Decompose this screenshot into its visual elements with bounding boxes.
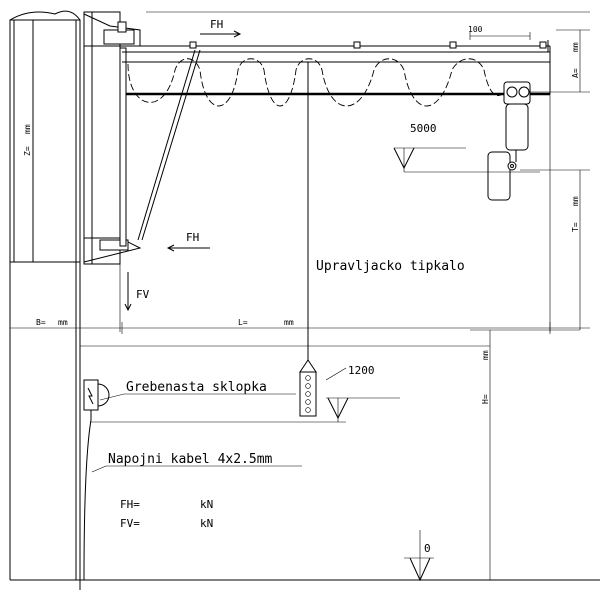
dim-100-label: 100 xyxy=(468,25,483,34)
level-0-label: 0 xyxy=(424,542,431,555)
h-dimension-label: H= mm xyxy=(481,350,490,404)
cam-switch-label: Grebenasta sklopka xyxy=(126,380,267,395)
jib-beam xyxy=(122,40,551,96)
slewing-bracket xyxy=(83,11,142,265)
svg-text:mm: mm xyxy=(571,196,580,206)
svg-text:A=: A= xyxy=(571,68,580,78)
wall-column xyxy=(9,10,81,590)
fh-top-label: FH xyxy=(210,18,223,31)
svg-text:mm: mm xyxy=(481,350,490,360)
supply-cable-label: Napojni kabel 4x2.5mm xyxy=(108,452,273,467)
control-pendant-box[interactable] xyxy=(299,359,317,417)
force-arrow-fh-top xyxy=(200,30,242,38)
l-dimension-unit: mm xyxy=(284,318,294,327)
supply-cable xyxy=(83,419,92,581)
fh-value-label: FH= xyxy=(120,498,140,511)
diagonal-strut xyxy=(137,49,201,241)
svg-text:T=: T= xyxy=(571,222,580,232)
b-dimension-unit: mm xyxy=(58,318,68,327)
control-pendant-label: Upravljacko tipkalo xyxy=(316,259,465,274)
fv-value-unit: kN xyxy=(200,517,213,530)
b-dimension-label: B= xyxy=(36,318,46,327)
level-5000-label: 5000 xyxy=(410,122,437,135)
l-dimension-label: L= xyxy=(238,318,248,327)
z-dimension-label: Z= mm xyxy=(23,124,32,156)
svg-text:H=: H= xyxy=(481,394,490,404)
festoon-cable xyxy=(127,58,509,107)
t-dimension-label: T= mm xyxy=(571,196,580,232)
fh-bottom-label: FH xyxy=(186,231,199,244)
dimension-lines xyxy=(9,11,590,582)
svg-text:mm: mm xyxy=(571,42,580,52)
svg-text:Z=: Z= xyxy=(23,146,32,156)
fh-value-unit: kN xyxy=(200,498,213,511)
cam-switch[interactable] xyxy=(83,379,110,420)
label-leaders xyxy=(91,393,302,473)
fv-label: FV xyxy=(136,288,150,301)
electric-hoist xyxy=(487,81,531,201)
jib-mast xyxy=(119,47,127,247)
svg-text:mm: mm xyxy=(23,124,32,134)
level-1200-label: 1200 xyxy=(348,364,375,377)
force-arrow-fh-bottom xyxy=(166,244,210,252)
force-arrow-fv xyxy=(124,272,132,312)
fv-value-label: FV= xyxy=(120,517,140,530)
a-dimension-label: A= mm xyxy=(571,42,580,78)
